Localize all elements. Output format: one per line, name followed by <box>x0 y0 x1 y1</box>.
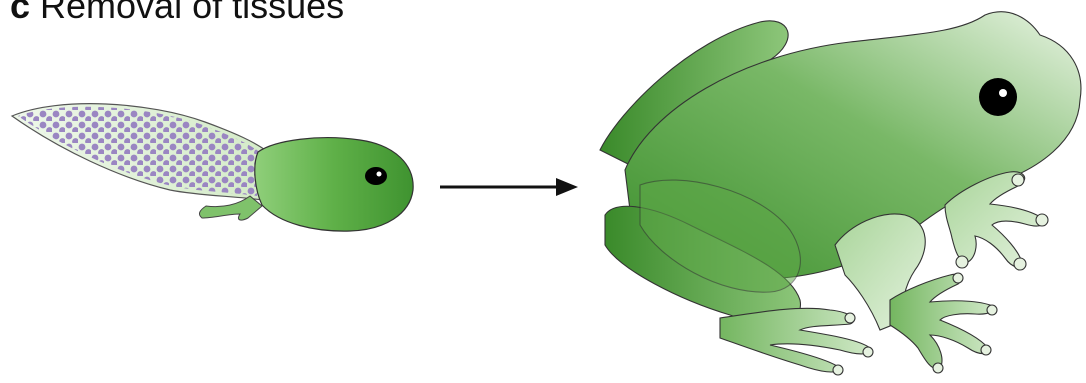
arrow-right-icon <box>440 178 578 196</box>
tadpole <box>12 104 413 231</box>
tadpole-eye <box>365 167 387 185</box>
tadpole-hind-leg <box>199 196 262 220</box>
tadpole-body <box>255 138 413 231</box>
adult-frog <box>600 12 1081 375</box>
frog-eye <box>979 78 1017 116</box>
tissue-dots <box>18 107 262 196</box>
